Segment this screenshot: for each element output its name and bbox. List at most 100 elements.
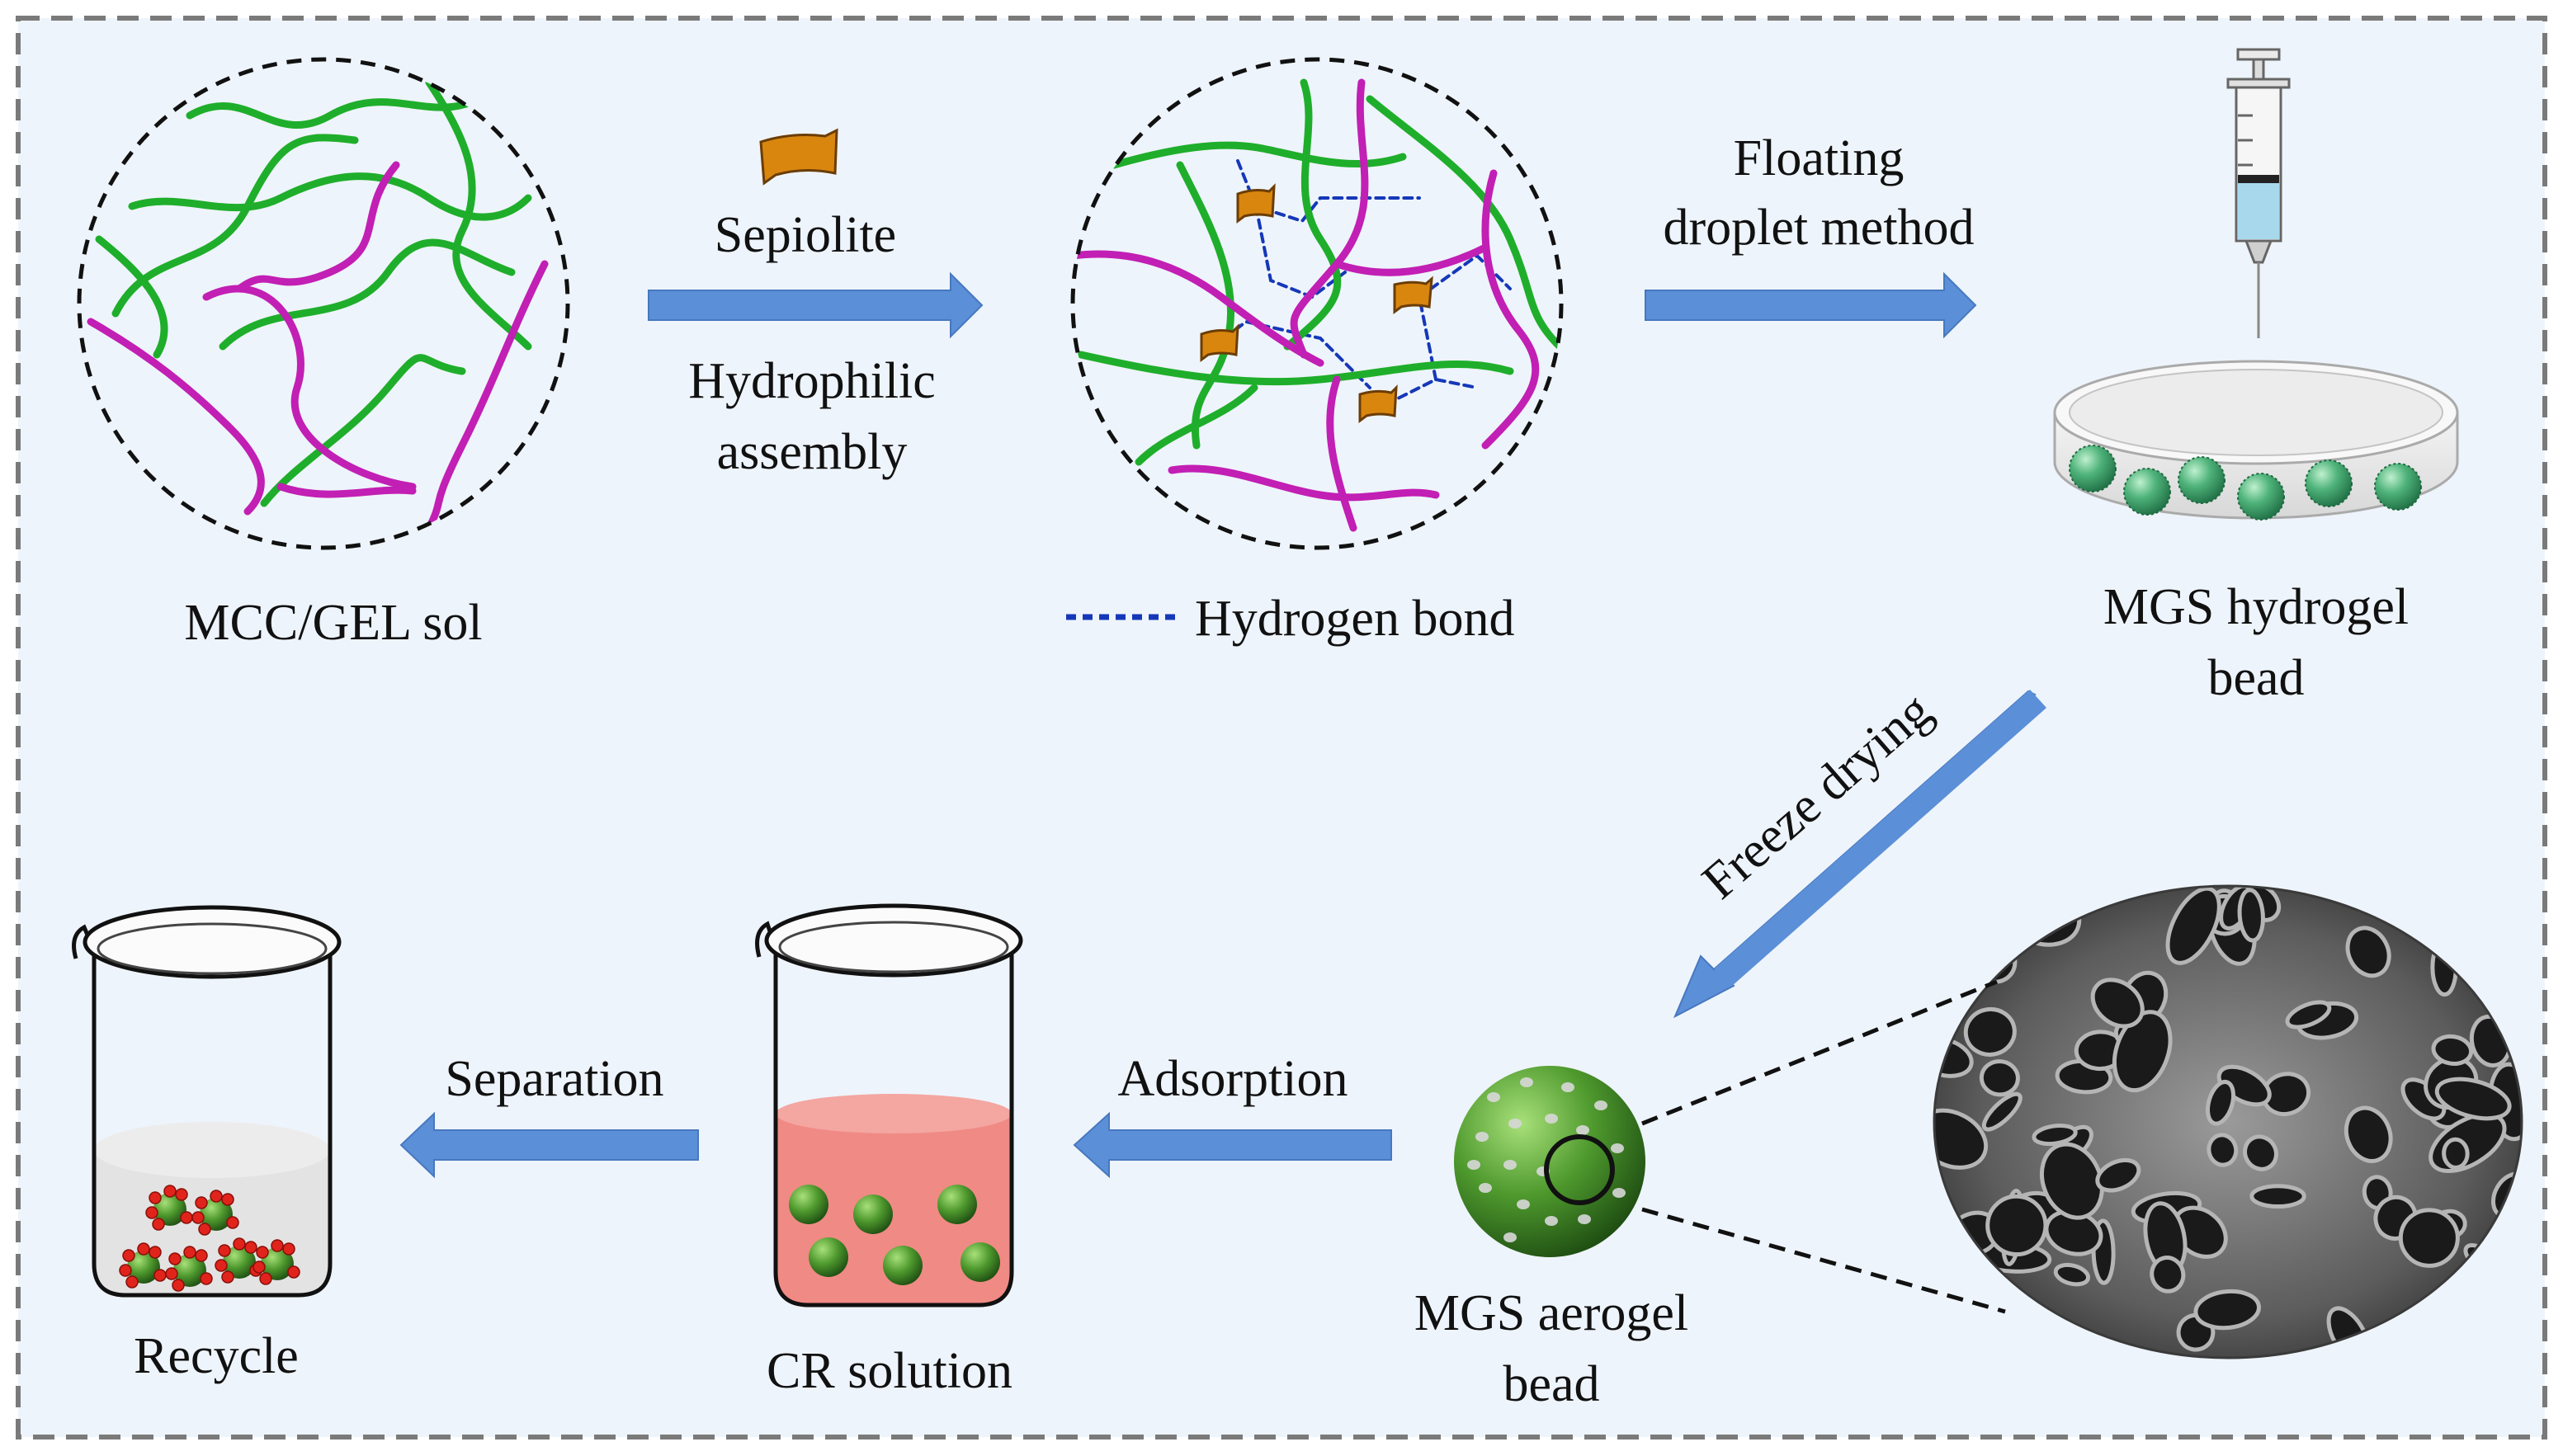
sepiolite-icon	[759, 128, 838, 186]
aerogel-pore	[1475, 1132, 1489, 1142]
label-aerogel-bead: bead	[1503, 1356, 1599, 1412]
hydrogel-bead	[2237, 473, 2285, 521]
aerogel-pore	[1545, 1216, 1558, 1226]
aerogel-pore	[1479, 1183, 1492, 1193]
arrow-separation	[399, 1111, 699, 1179]
recycled-bead	[145, 1185, 193, 1231]
crosslinked-network	[1070, 57, 1564, 550]
green-fiber	[1135, 384, 1258, 466]
green-fiber	[1077, 351, 1514, 386]
label-floating: Floating	[1734, 130, 1905, 186]
sem-pore	[2206, 1079, 2236, 1126]
label-mcc-gel-sol: MCC/GEL sol	[184, 595, 482, 651]
zoom-connector-line	[1641, 1207, 2006, 1314]
cr-solution-beaker	[755, 903, 1023, 1308]
green-fiber	[425, 78, 532, 351]
magenta-fiber	[1290, 78, 1369, 359]
arrow-freeze-drying-body	[1715, 690, 2046, 987]
aerogel-pore	[1561, 1082, 1574, 1092]
adsorbent-beads	[789, 1185, 1000, 1285]
arrow-floating-droplet	[1645, 271, 1977, 339]
sem-pore	[2039, 1142, 2104, 1220]
green-fiber	[1283, 78, 1342, 351]
hydrogel-bead	[2123, 468, 2171, 516]
green-fiber	[111, 134, 359, 318]
sem-pore	[1981, 1091, 2023, 1132]
recycled-bead	[165, 1246, 213, 1292]
label-hydrophilic: Hydrophilic	[688, 353, 936, 409]
label-adsorption: Adsorption	[1118, 1051, 1348, 1107]
green-fiber	[95, 235, 168, 359]
recycle-beaker	[72, 905, 342, 1298]
hydrogel-bead	[2178, 456, 2226, 504]
aerogel-pore	[1594, 1100, 1607, 1110]
aerogel-pore	[1545, 1114, 1558, 1124]
aerogel-pore	[1508, 1119, 1522, 1129]
sem-pore	[2285, 1000, 2332, 1030]
sem-pore	[1963, 1006, 2017, 1057]
sem-pore	[2398, 1208, 2460, 1268]
label-cr-solution: CR solution	[767, 1343, 1012, 1399]
label-sepiolite: Sepiolite	[715, 207, 896, 263]
aerogel-pore	[1520, 1077, 1533, 1087]
hydrogel-bead	[2069, 445, 2117, 492]
label-separation: Separation	[445, 1051, 663, 1107]
green-fiber	[219, 238, 516, 351]
arrow-hydrophilic-assembly	[648, 271, 984, 339]
magenta-fiber	[1333, 243, 1489, 276]
recycled-bead	[215, 1237, 262, 1284]
hydrogel-bead	[2374, 463, 2422, 511]
sem-pore	[2249, 1184, 2306, 1209]
sem-pore	[2207, 1133, 2239, 1167]
recycled-bead	[253, 1239, 300, 1285]
label-assembly: assembly	[717, 424, 908, 480]
aerogel-pore	[1578, 1214, 1591, 1224]
recycled-bead	[191, 1190, 239, 1236]
sem-pore	[2165, 886, 2221, 965]
sem-pore	[1979, 1059, 2020, 1097]
magenta-fiber	[1481, 169, 1540, 450]
hydrogel-beads	[2069, 445, 2422, 521]
zoom-connector-line	[1641, 979, 1998, 1126]
aerogel-pore	[1612, 1188, 1626, 1198]
green-fiber	[1366, 95, 1561, 351]
sem-pore	[2150, 1256, 2186, 1293]
network-circle-outline	[1070, 57, 1564, 550]
green-fiber	[260, 354, 466, 507]
aerogel-pore	[1487, 1092, 1500, 1102]
mcc-gel-sol-network	[77, 57, 570, 550]
hydrogel-bead	[2305, 459, 2353, 507]
magenta-fiber	[202, 285, 417, 491]
aerogel-pore	[1467, 1160, 1480, 1170]
aerogel-pore	[1503, 1160, 1517, 1170]
sem-pore	[2344, 1105, 2393, 1163]
aerogel-pore	[1517, 1199, 1530, 1209]
aerogel-pore	[1503, 1232, 1517, 1242]
magenta-fiber	[1168, 464, 1440, 502]
aerogel-bead	[1454, 1066, 1645, 1257]
label-mgs-hydrogel: MGS hydrogel	[2103, 579, 2409, 635]
sem-pore	[2442, 1137, 2470, 1170]
magenta-fiber	[425, 260, 549, 532]
magenta-fiber	[276, 483, 417, 498]
label-mgs-aerogel: MGS aerogel	[1414, 1285, 1688, 1341]
sepiolite-particles	[1200, 183, 1433, 423]
sem-pore	[2237, 888, 2265, 943]
green-fiber	[186, 95, 483, 129]
petri-dish	[2053, 360, 2459, 520]
aerogel-pore	[1611, 1143, 1624, 1153]
recycled-bead	[119, 1242, 167, 1289]
sem-pore	[2431, 1034, 2474, 1066]
sem-pore	[2112, 1010, 2173, 1093]
label-droplet-method: droplet method	[1663, 200, 1974, 256]
sem-pore	[2095, 1157, 2141, 1193]
sem-pore	[2434, 1077, 2512, 1121]
recycled-beads	[119, 1185, 300, 1292]
green-fiber	[1110, 141, 1407, 169]
dashed-frame	[16, 16, 2547, 1440]
sem-pore	[2193, 1289, 2261, 1331]
sem-micrograph	[1933, 884, 2523, 1359]
label-recycle: Recycle	[134, 1328, 299, 1384]
